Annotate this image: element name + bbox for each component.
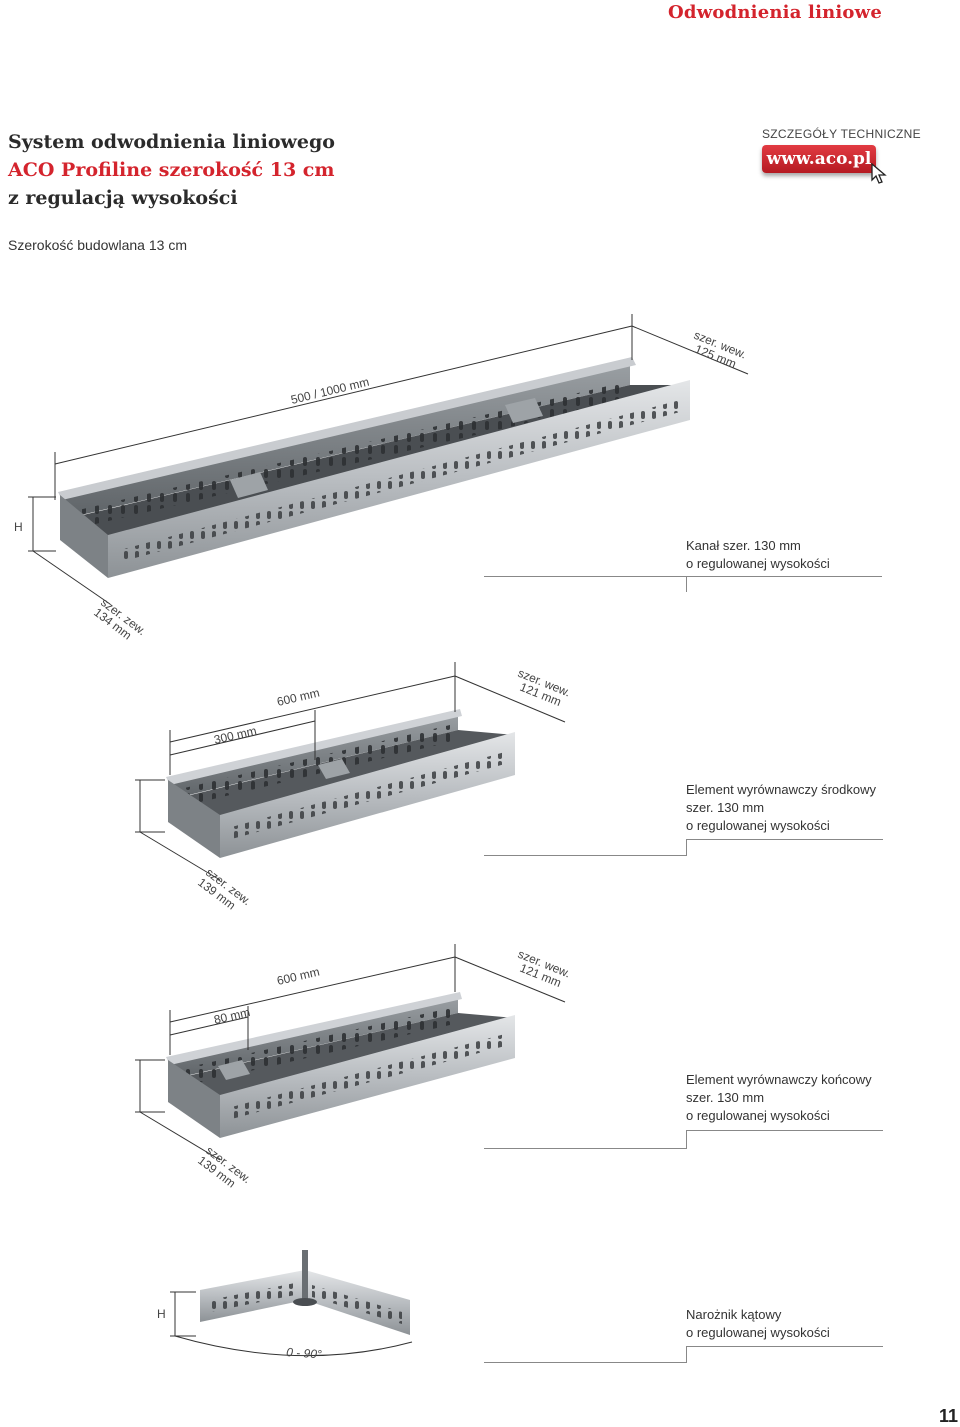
divider	[484, 576, 686, 577]
end-adjuster-dimensions	[135, 944, 566, 1161]
description-line: o regulowanej wysokości	[686, 556, 830, 571]
corner-dimensions	[170, 1291, 413, 1357]
product-description-channel: Kanał szer. 130 mm o regulowanej wysokoś…	[686, 537, 830, 573]
divider	[484, 1362, 686, 1363]
description-line: szer. 130 mm	[686, 800, 765, 815]
headline-line-1: System odwodnienia liniowego	[8, 131, 335, 153]
channel-drawing	[58, 357, 690, 578]
headline-line-3: z regulacją wysokości	[8, 187, 238, 209]
description-line: o regulowanej wysokości	[686, 818, 830, 833]
description-line: Element wyrównawczy końcowy	[686, 1072, 872, 1087]
description-line: szer. 130 mm	[686, 1090, 765, 1105]
divider	[484, 855, 686, 856]
dim-length-label: 600 mm	[276, 965, 321, 988]
description-line: Kanał szer. 130 mm	[686, 538, 801, 553]
description-line: o regulowanej wysokości	[686, 1108, 830, 1123]
tech-details-label: SZCZEGÓŁY TECHNICZNE	[762, 127, 921, 141]
page-number: 11	[938, 1406, 958, 1426]
channel-dimensions	[28, 314, 749, 605]
description-line: o regulowanej wysokości	[686, 1325, 830, 1340]
middle-adjuster-drawing	[166, 709, 515, 858]
description-line: Narożnik kątowy	[686, 1307, 782, 1322]
headline-line-2: ACO Profiline szerokość 13 cm	[8, 159, 335, 181]
description-line: Element wyrównawczy środkowy	[686, 782, 877, 797]
divider	[484, 1148, 686, 1149]
product-description-end-adjuster: Element wyrównawczy końcowy szer. 130 mm…	[686, 1071, 872, 1125]
middle-adjuster-dimensions	[135, 662, 566, 881]
dim-length-label: 500 / 1000 mm	[289, 375, 370, 407]
dim-partial-label: 80 mm	[213, 1005, 252, 1027]
corner-drawing	[200, 1250, 410, 1335]
divider	[686, 1346, 883, 1363]
divider	[686, 1130, 883, 1149]
cursor-icon	[870, 162, 888, 190]
subheading: Szerokość budowlana 13 cm	[8, 237, 187, 253]
dim-length-label: 600 mm	[276, 686, 321, 709]
url-link-button[interactable]: www.aco.pl	[762, 145, 876, 173]
product-description-middle-adjuster: Element wyrównawczy środkowy szer. 130 m…	[686, 781, 876, 835]
divider	[686, 839, 883, 856]
end-adjuster-drawing	[166, 992, 515, 1138]
headline: System odwodnienia liniowego ACO Profili…	[8, 128, 335, 212]
divider	[686, 576, 883, 592]
dim-height-label: H	[14, 520, 23, 534]
divider	[686, 576, 882, 577]
product-description-corner: Narożnik kątowy o regulowanej wysokości	[686, 1306, 830, 1342]
dim-angle-label: 0 - 90°	[286, 1345, 323, 1361]
dim-partial-label: 300 mm	[213, 724, 258, 747]
section-title: Odwodnienia liniowe	[668, 2, 882, 23]
dim-height-label: H	[157, 1307, 166, 1321]
